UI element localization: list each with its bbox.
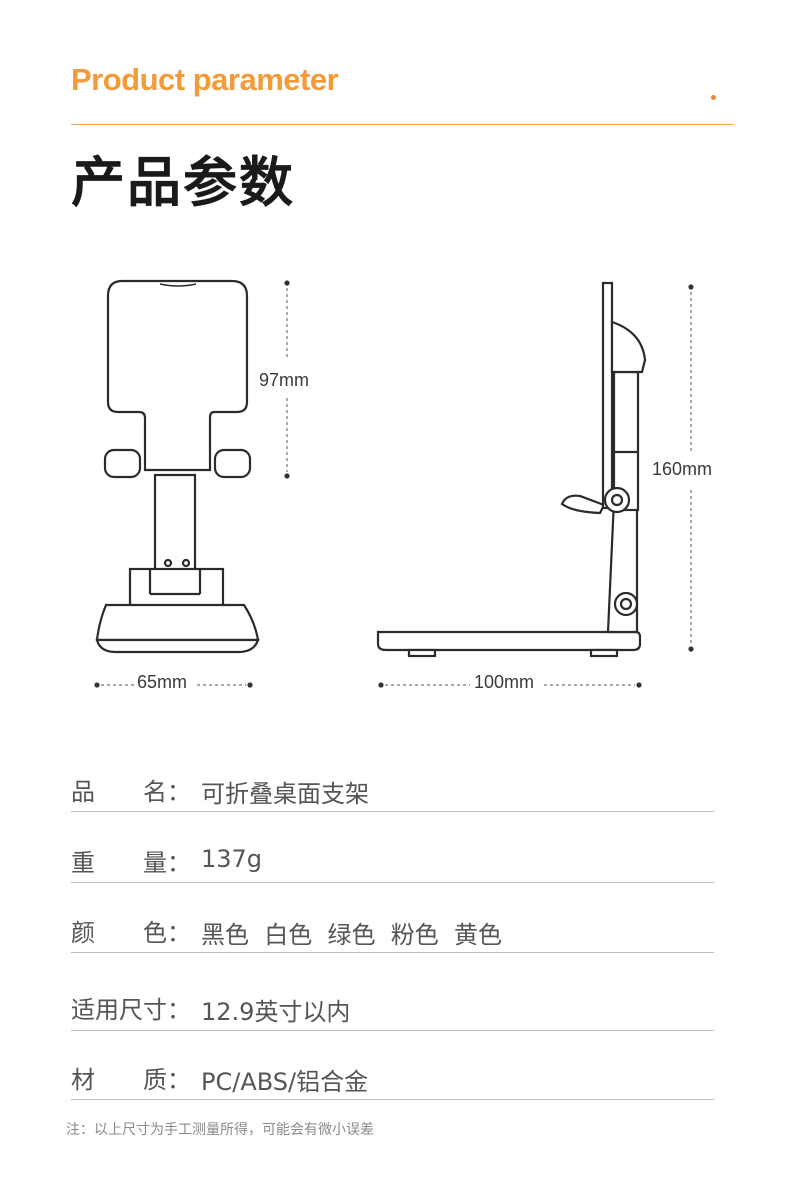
spec-key: 品 名： [71,778,191,806]
spec-row-divider [71,811,714,812]
side-height-label: 160mm [652,459,712,479]
header-accent-dot [711,95,716,100]
side-height-dimension: 160mm [652,284,712,652]
spec-value: 12.9英寸以内 [201,998,351,1026]
spec-row-divider [71,882,714,883]
spec-row-divider [71,952,714,953]
front-view-drawing [95,279,260,654]
spec-row-divider [71,1099,714,1100]
spec-value: 137g [201,845,263,873]
front-width-dimension: 65mm [94,672,253,692]
front-width-label: 65mm [137,672,187,692]
measurement-note: 注：以上尺寸为手工测量所得，可能会有微小误差 [66,1122,374,1138]
spec-key: 重 量： [71,849,191,877]
side-view-drawing [376,281,647,658]
header-divider [71,124,733,125]
spec-row-divider [71,1030,714,1031]
side-depth-label: 100mm [474,672,534,692]
spec-value: 可折叠桌面支架 [201,780,369,808]
spec-value: PC/ABS/铝合金 [201,1068,369,1096]
front-height-label: 97mm [259,370,309,390]
spec-value: 黑色 白色 绿色 粉色 黄色 [201,921,503,949]
spec-key: 材 质： [71,1066,191,1094]
product-dimension-diagram: 97mm 65mm 160mm [94,279,712,692]
side-depth-dimension: 100mm [378,672,642,692]
front-height-dimension: 97mm [259,280,309,479]
header-title-en: Product parameter [71,62,339,97]
spec-key: 适用尺寸： [71,996,191,1024]
header-title-cn: 产品参数 [71,151,295,214]
spec-key: 颜 色： [71,919,191,947]
